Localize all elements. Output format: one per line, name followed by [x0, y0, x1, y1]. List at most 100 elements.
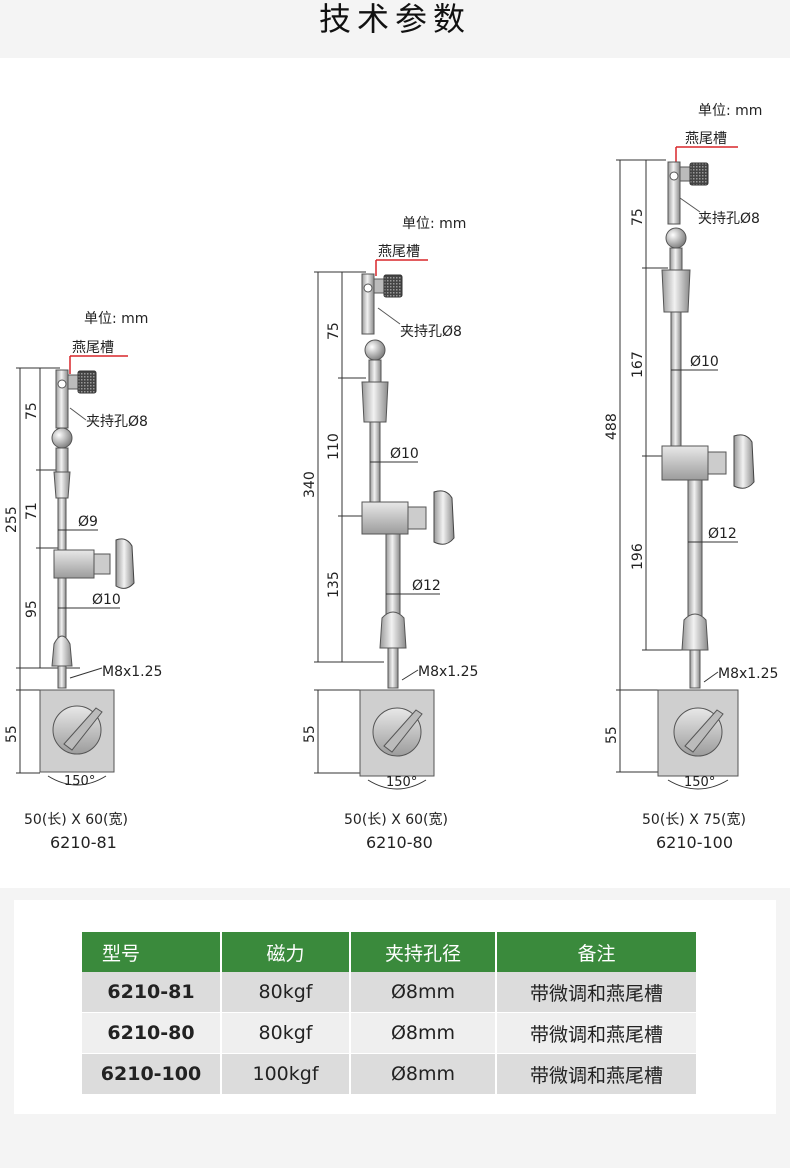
dim-seg-2: 110	[326, 433, 342, 460]
dim-seg-3: 196	[630, 543, 646, 570]
upper-collar	[361, 381, 389, 423]
cell-model: 6210-100	[82, 1053, 222, 1095]
lock-knob	[733, 434, 755, 489]
angle-label: 150°	[386, 775, 417, 790]
lower-collar	[379, 611, 407, 649]
switch-lever	[383, 709, 423, 753]
top-holder	[667, 161, 681, 225]
cell-hole: Ø8mm	[350, 1012, 497, 1054]
unit-label: 单位: mm	[698, 103, 762, 119]
dovetail-label: 燕尾槽	[378, 244, 420, 260]
dovetail-label: 燕尾槽	[72, 340, 114, 356]
fine-adjust	[67, 374, 79, 390]
clamp-leader	[69, 407, 87, 421]
model-label: 6210-81	[50, 833, 117, 852]
ball-joint	[665, 227, 687, 249]
upper-collar	[661, 269, 691, 313]
header-model: 型号	[82, 932, 222, 972]
spec-table: 型号 磁力 夹持孔径 备注 6210-81 80kgf Ø8mm 带微调和燕尾槽…	[82, 932, 696, 1095]
clamp-hole-label: 夹持孔Ø8	[400, 324, 462, 340]
diagram-area: 单位: mm 燕尾槽 255 75 71 95 55	[0, 58, 790, 888]
clamp-hole-label: 夹持孔Ø8	[86, 414, 148, 430]
joint-neck	[368, 359, 382, 383]
clamp-screw	[707, 451, 727, 475]
clamp-hole-label: 夹持孔Ø8	[698, 211, 760, 227]
model-label: 6210-80	[366, 833, 433, 852]
dim-total: 488	[604, 413, 620, 440]
thread-label: M8x1.25	[718, 666, 778, 682]
dim-base: 55	[604, 726, 620, 744]
switch-lever	[63, 707, 103, 751]
header-magnetic-force: 磁力	[221, 932, 351, 972]
cell-force: 100kgf	[221, 1053, 351, 1095]
upper-collar	[53, 471, 71, 499]
page-title: 技术参数	[318, 0, 471, 38]
angle-label: 150°	[64, 774, 95, 789]
top-holder	[55, 369, 69, 429]
thread-leader	[401, 669, 419, 681]
thread-stud	[387, 647, 399, 689]
dim-base: 55	[4, 725, 20, 743]
dim-seg-1: 75	[24, 402, 40, 420]
thread-label: M8x1.25	[418, 664, 478, 680]
base-size-label: 50(长) X 60(宽)	[344, 811, 448, 828]
thread-stud	[689, 649, 701, 689]
unit-label: 单位: mm	[84, 311, 148, 327]
upper-rod	[57, 497, 67, 551]
joint-neck	[55, 447, 69, 473]
base-size-label: 50(长) X 75(宽)	[642, 811, 746, 828]
dim-seg-1: 75	[326, 322, 342, 340]
cell-force: 80kgf	[221, 972, 351, 1013]
bottom-band	[0, 1120, 790, 1168]
lower-collar	[51, 635, 73, 667]
fine-adjust	[373, 278, 385, 294]
clamp-leader	[377, 307, 401, 325]
cell-force: 80kgf	[221, 1012, 351, 1054]
dim-seg-1: 75	[630, 208, 646, 226]
header-clamp-hole: 夹持孔径	[350, 932, 497, 972]
base-size-label: 50(长) X 60(宽)	[24, 811, 128, 828]
ball-joint	[51, 427, 73, 449]
lock-knob	[115, 538, 135, 589]
dim-base: 55	[302, 725, 318, 743]
dovetail-label: 燕尾槽	[685, 131, 727, 147]
knurled-knob	[689, 162, 709, 186]
table-row: 6210-81 80kgf Ø8mm 带微调和燕尾槽	[82, 972, 696, 1013]
dim-seg-3: 135	[326, 571, 342, 598]
angle-arc	[367, 779, 427, 790]
middle-clamp	[361, 501, 409, 535]
angle-arc	[667, 779, 729, 790]
rod-diameter-1: Ø9	[78, 514, 98, 530]
knurled-knob	[383, 274, 403, 298]
clamp-hole	[57, 379, 67, 389]
dim-total: 340	[302, 471, 318, 498]
table-row: 6210-80 80kgf Ø8mm 带微调和燕尾槽	[82, 1012, 696, 1054]
cell-remark: 带微调和燕尾槽	[496, 1012, 696, 1054]
rod-diameter-2: Ø12	[412, 578, 441, 594]
lock-knob	[433, 490, 455, 545]
lower-rod	[687, 479, 703, 617]
fine-adjust	[679, 166, 691, 182]
table-row: 6210-100 100kgf Ø8mm 带微调和燕尾槽	[82, 1053, 696, 1095]
switch-lever	[684, 709, 724, 753]
lower-rod	[57, 577, 67, 645]
clamp-screw	[407, 506, 427, 530]
page-header: 技术参数	[0, 0, 790, 58]
dim-total: 255	[4, 506, 20, 533]
table-header-row: 型号 磁力 夹持孔径 备注	[82, 932, 696, 972]
angle-arc	[47, 775, 107, 786]
middle-clamp	[661, 445, 709, 481]
rod-diameter-1: Ø10	[390, 446, 419, 462]
clamp-leader	[679, 197, 701, 213]
diagram-6210-100: 单位: mm 燕尾槽 488 75 167 196 55 夹持孔Ø8	[604, 103, 778, 852]
joint-neck	[669, 247, 683, 271]
thread-label: M8x1.25	[102, 664, 162, 680]
lower-rod	[385, 533, 401, 615]
dim-seg-2: 167	[630, 351, 646, 378]
top-holder	[361, 273, 375, 335]
header-remarks: 备注	[496, 932, 696, 972]
diagram-6210-80: 单位: mm 燕尾槽 340 75 110 135 55 夹持孔Ø8	[302, 216, 478, 852]
ball-joint	[364, 339, 386, 361]
clamp-screw	[93, 553, 111, 575]
rod-diameter-2: Ø10	[92, 592, 121, 608]
